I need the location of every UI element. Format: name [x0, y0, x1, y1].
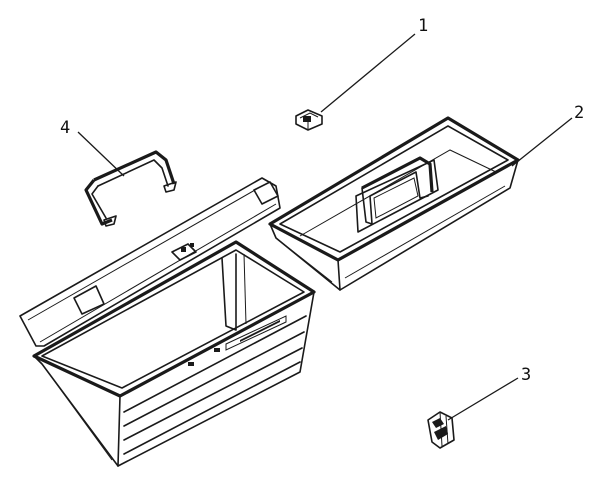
- leader-line-1: [320, 33, 416, 113]
- toolbox-body: [19, 177, 316, 467]
- tote-tray-icon: [268, 116, 520, 291]
- carry-handle-icon: [84, 150, 177, 227]
- callout-label-2: 2: [574, 103, 584, 123]
- callout-label-1: 1: [418, 16, 428, 36]
- leader-line-2: [511, 117, 573, 167]
- leader-line-3: [447, 377, 519, 421]
- callout-label-4: 4: [60, 118, 70, 138]
- callout-label-3: 3: [521, 365, 531, 385]
- hinge-clip-icon: [427, 411, 455, 449]
- leader-line-4: [77, 131, 125, 177]
- latch-icon: [295, 109, 323, 131]
